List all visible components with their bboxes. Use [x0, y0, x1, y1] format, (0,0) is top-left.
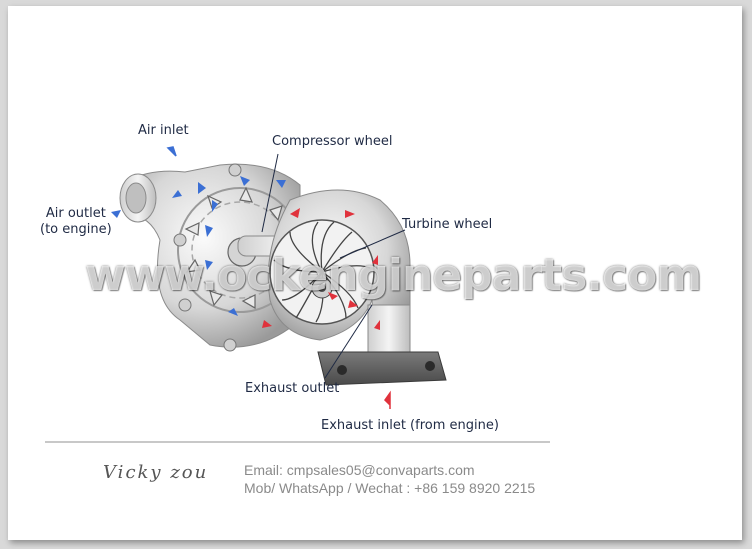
label-exhaust-outlet: Exhaust outlet — [245, 381, 340, 396]
label-air-outlet-line2: (to engine) — [40, 222, 112, 237]
watermark-text: www.ockengineparts.com — [85, 250, 702, 301]
label-compressor-wheel: Compressor wheel — [272, 134, 393, 149]
signature: Vicky zou — [103, 462, 209, 483]
air-flow-arrows — [111, 146, 286, 316]
exhaust-flow-arrows — [262, 208, 391, 409]
label-turbine-wheel: Turbine wheel — [402, 217, 493, 232]
label-air-inlet: Air inlet — [138, 123, 189, 138]
contact-email: Email: cmpsales05@convaparts.com — [244, 462, 475, 478]
leader-lines — [261, 153, 406, 379]
label-air-outlet-line1: Air outlet — [45, 206, 106, 221]
contact-phone: Mob/ WhatsApp / Wechat : +86 159 8920 22… — [244, 480, 536, 496]
compressor-housing — [119, 163, 303, 352]
label-exhaust-inlet: Exhaust inlet (from engine) — [321, 418, 499, 433]
divider-line — [45, 441, 550, 443]
label-air-outlet: Air outlet (to engine) — [40, 206, 112, 238]
